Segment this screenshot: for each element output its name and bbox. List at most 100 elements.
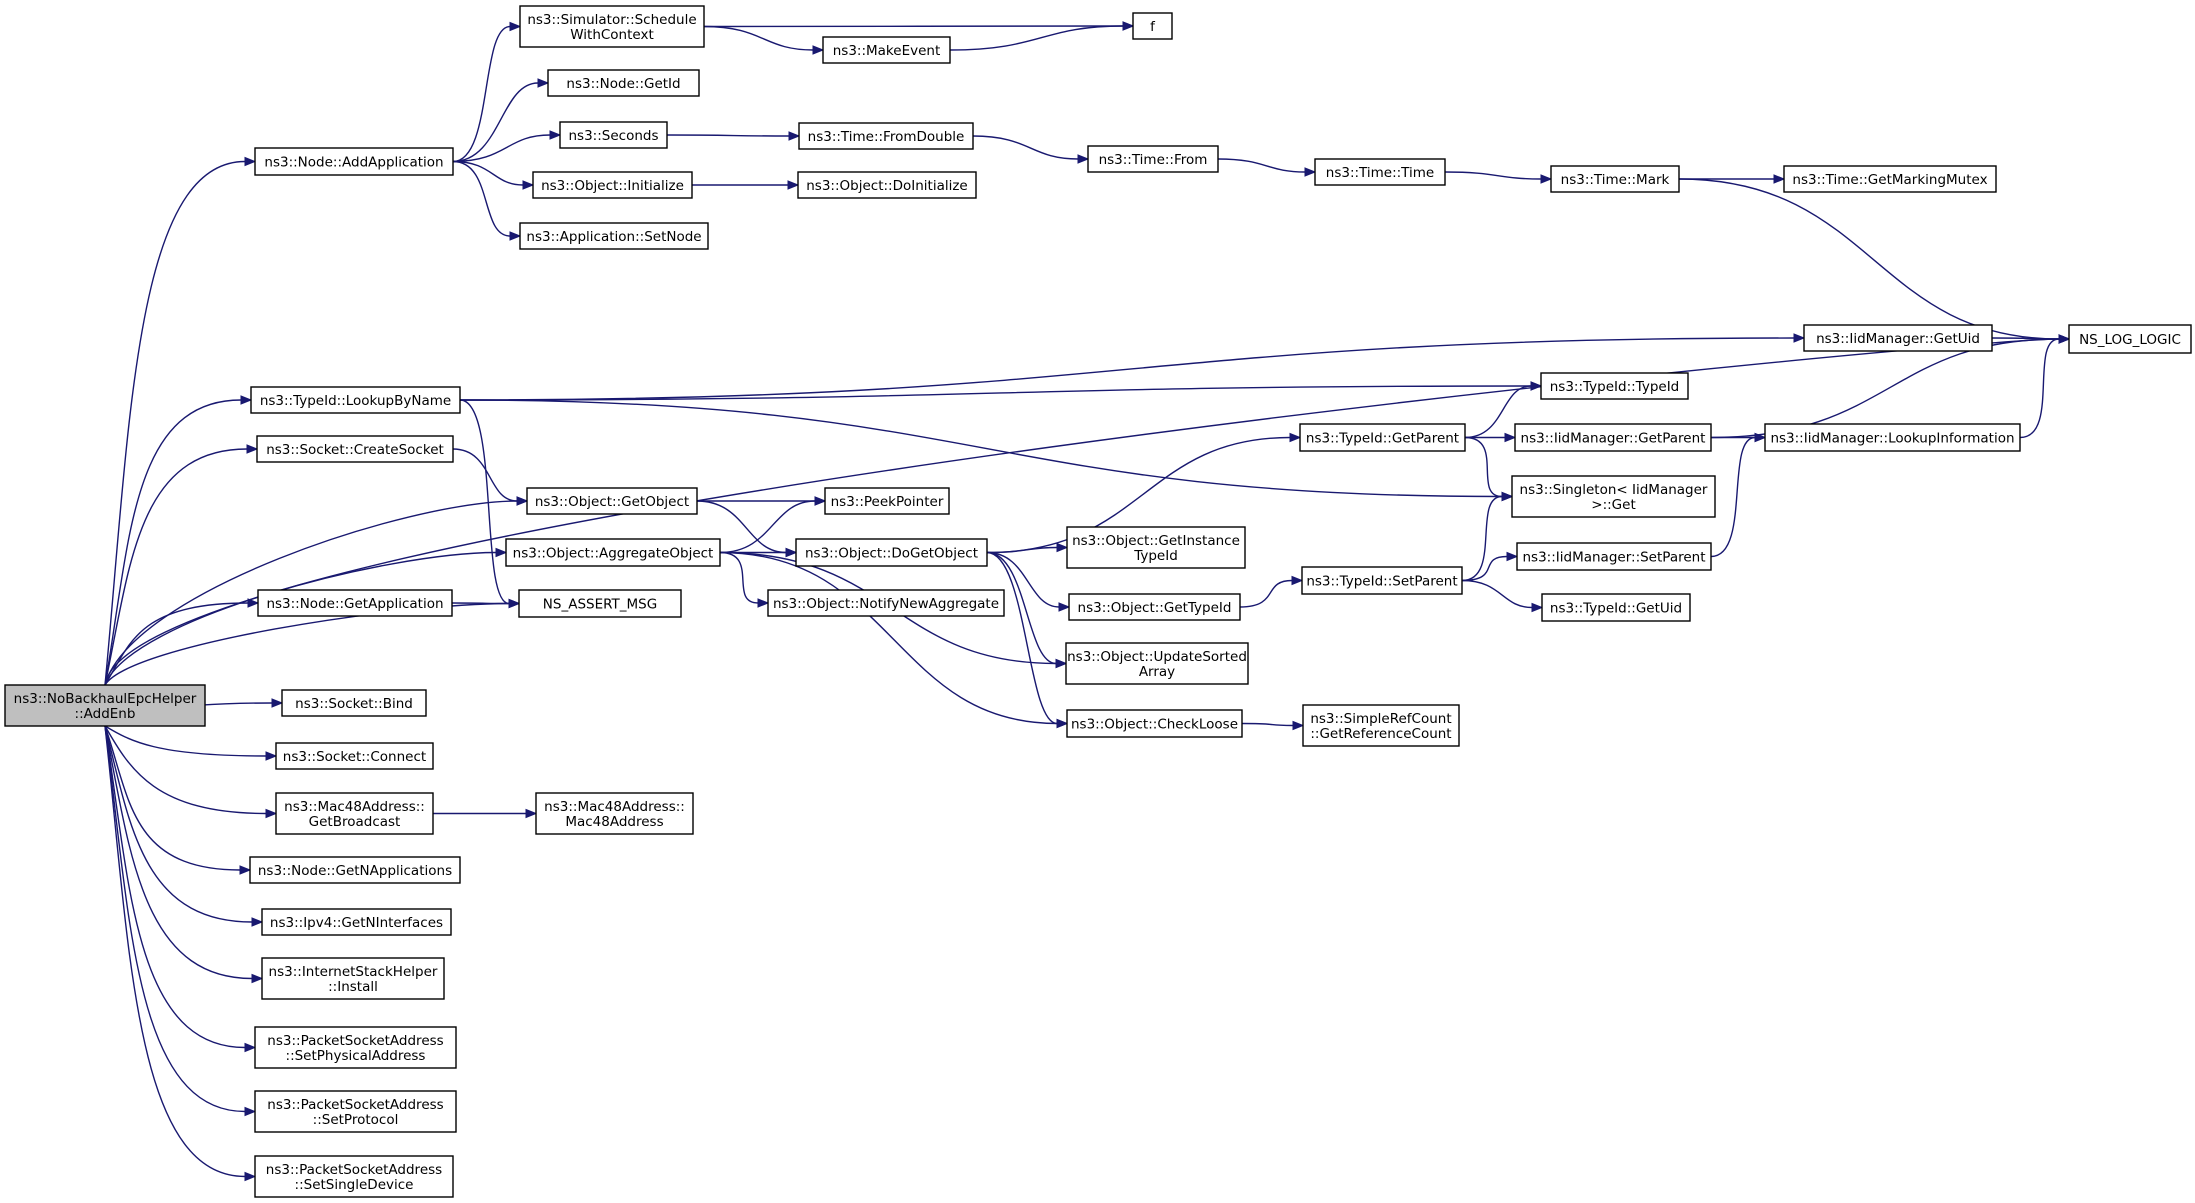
node-box [275, 742, 434, 770]
node-createsocket[interactable]: ns3::Socket::CreateSocket [256, 435, 454, 463]
arrowhead [522, 180, 535, 190]
node-timetime[interactable]: ns3::Time::Time [1314, 158, 1446, 186]
edge-iidsetparent-to-lookupinfo [1710, 432, 1767, 558]
node-lookupbyname[interactable]: ns3::TypeId::LookupByName [250, 386, 461, 414]
node-install[interactable]: ns3::InternetStackHelper::Install [261, 957, 445, 1000]
node-peekpointer[interactable]: ns3::PeekPointer [824, 487, 950, 515]
node-getninterfaces[interactable]: ns3::Ipv4::GetNInterfaces [261, 908, 452, 936]
edge-setparent-to-typeidgetuid [1461, 579, 1544, 613]
arrowhead [1289, 432, 1302, 443]
node-simplerefcount[interactable]: ns3::SimpleRefCount::GetReferenceCount [1302, 704, 1460, 747]
node-checkloose[interactable]: ns3::Object::CheckLoose [1066, 709, 1243, 738]
edge-root-to-lookupbyname [104, 395, 253, 686]
node-label: ns3::InternetStackHelper [269, 964, 438, 980]
node-label: ns3::IidManager::GetUid [1816, 331, 1980, 347]
node-singleton[interactable]: ns3::Singleton< IidManager >::Get [1511, 475, 1716, 518]
node-root[interactable]: ns3::NoBackhaulEpcHelper::AddEnb [4, 684, 206, 727]
edge-aggregate-to-peekpointer [719, 496, 827, 554]
node-box [1068, 593, 1241, 621]
node-box [254, 1090, 457, 1133]
node-iidgetuid[interactable]: ns3::IidManager::GetUid [1803, 324, 1993, 352]
arrowhead [812, 45, 825, 55]
node-box [249, 856, 461, 884]
node-box [1087, 145, 1219, 173]
edge-timetime-to-timemark [1444, 171, 1553, 184]
arrowhead [509, 231, 522, 241]
node-dogetobject[interactable]: ns3::Object::DoGetObject [795, 538, 988, 567]
node-aggregate[interactable]: ns3::Object::AggregateObject [505, 538, 721, 567]
arrowhead [271, 698, 284, 708]
node-typeidtypeid[interactable]: ns3::TypeId::TypeId [1540, 372, 1689, 400]
node-iidsetparent[interactable]: ns3::IidManager::SetParent [1516, 542, 1712, 571]
node-setsingle[interactable]: ns3::PacketSocketAddress::SetSingleDevic… [254, 1155, 454, 1198]
node-label: ns3::Node::AddApplication [264, 155, 443, 171]
node-seconds[interactable]: ns3::Seconds [559, 121, 668, 149]
node-box [824, 487, 950, 515]
node-box [250, 386, 461, 414]
arrowhead [525, 808, 538, 819]
node-fromdouble[interactable]: ns3::Time::FromDouble [798, 122, 974, 150]
node-setparent[interactable]: ns3::TypeId::SetParent [1301, 566, 1463, 595]
node-setnode[interactable]: ns3::Application::SetNode [519, 222, 709, 250]
node-box [526, 487, 698, 515]
node-label: GetBroadcast [309, 814, 401, 830]
arrowhead [785, 547, 798, 558]
node-box [254, 1026, 457, 1069]
node-iidgetparent[interactable]: ns3::IidManager::GetParent [1514, 423, 1712, 452]
node-getparent[interactable]: ns3::TypeId::GetParent [1299, 423, 1466, 452]
node-connect[interactable]: ns3::Socket::Connect [275, 742, 434, 770]
call-nodes: ns3::NoBackhaulEpcHelper::AddEnbns3::Nod… [4, 5, 2192, 1198]
node-label: ns3::PacketSocketAddress [267, 1097, 443, 1113]
node-setproto[interactable]: ns3::PacketSocketAddress::SetProtocol [254, 1090, 457, 1133]
node-bind[interactable]: ns3::Socket::Bind [281, 689, 427, 717]
node-mac48ctor[interactable]: ns3::Mac48Address::Mac48Address [535, 792, 694, 835]
node-box [519, 222, 709, 250]
node-getobject[interactable]: ns3::Object::GetObject [526, 487, 698, 515]
node-getbroadcast[interactable]: ns3::Mac48Address::GetBroadcast [275, 792, 434, 835]
node-gettypeid[interactable]: ns3::Object::GetTypeId [1068, 593, 1241, 621]
edge-lookupbyname-to-typeidtypeid [459, 381, 1543, 401]
arrowhead [246, 444, 259, 454]
node-lookupinfo[interactable]: ns3::IidManager::LookupInformation [1764, 423, 2021, 452]
arrowhead [1501, 491, 1514, 502]
node-box [257, 589, 453, 617]
edge-setparent-to-iidsetparent [1461, 551, 1519, 582]
node-label: ns3::IidManager::SetParent [1523, 550, 1706, 566]
node-nslog[interactable]: NS_LOG_LOGIC [2068, 324, 2192, 354]
edge-dogetobject-to-updatesorted [986, 551, 1068, 669]
edge-schedctx-to-f [703, 21, 1135, 31]
node-label: ns3::Socket::CreateSocket [266, 442, 444, 458]
node-getnapps[interactable]: ns3::Node::GetNApplications [249, 856, 461, 884]
node-box [532, 171, 693, 199]
node-notifynew[interactable]: ns3::Object::NotifyNewAggregate [767, 589, 1005, 617]
node-timemark[interactable]: ns3::Time::Mark [1550, 165, 1680, 193]
arrowhead [244, 1171, 257, 1182]
node-markmutex[interactable]: ns3::Time::GetMarkingMutex [1783, 165, 1997, 193]
node-getapplication[interactable]: ns3::Node::GetApplication [257, 589, 453, 617]
edge-root-to-setsingle [104, 725, 257, 1182]
node-box [261, 908, 452, 936]
node-doinit[interactable]: ns3::Object::DoInitialize [797, 171, 977, 199]
node-box [275, 792, 434, 835]
node-timefrom[interactable]: ns3::Time::From [1087, 145, 1219, 173]
arrowhead [240, 395, 253, 405]
node-assertmsg[interactable]: NS_ASSERT_MSG [518, 589, 682, 618]
node-box [1132, 12, 1173, 40]
edge-root-to-addapp [104, 156, 257, 686]
node-makeevent[interactable]: ns3::MakeEvent [822, 36, 951, 64]
node-f[interactable]: f [1132, 12, 1173, 40]
node-objinit[interactable]: ns3::Object::Initialize [532, 171, 693, 199]
node-getid[interactable]: ns3::Node::GetId [547, 69, 700, 97]
edge-addapp-to-schedctx [452, 21, 522, 163]
node-addapp[interactable]: ns3::Node::AddApplication [254, 147, 454, 176]
node-setphys[interactable]: ns3::PacketSocketAddress::SetPhysicalAdd… [254, 1026, 457, 1069]
node-label: ns3::TypeId::SetParent [1306, 574, 1457, 590]
edge-dogetobject-to-getinstance [986, 542, 1069, 554]
node-typeidgetuid[interactable]: ns3::TypeId::GetUid [1541, 593, 1691, 622]
arrowhead [549, 130, 562, 140]
arrowhead [1058, 602, 1071, 612]
